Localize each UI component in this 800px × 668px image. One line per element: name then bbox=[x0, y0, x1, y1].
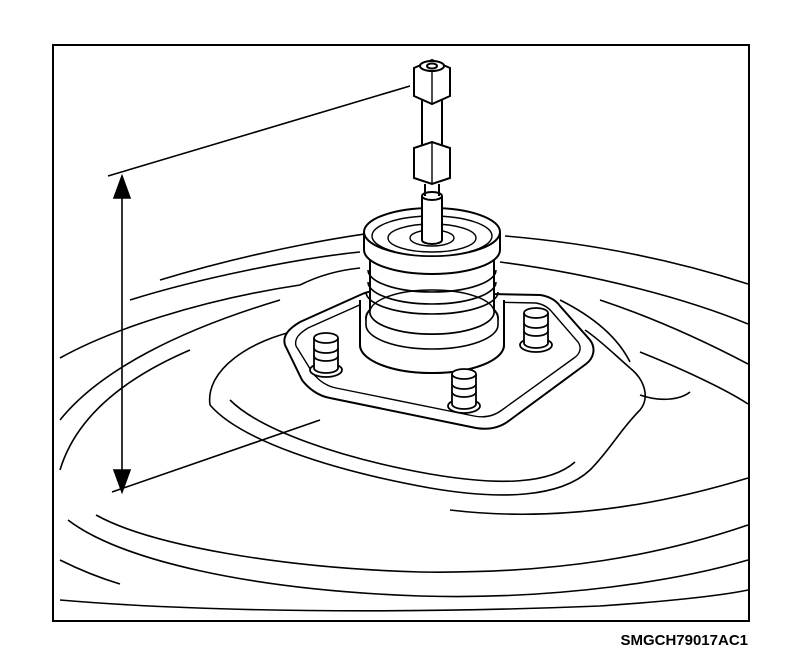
height-dimension bbox=[107, 85, 411, 495]
figure-code-label: SMGCH79017AC1 bbox=[620, 632, 748, 649]
arrow-head-up bbox=[112, 173, 132, 199]
stud-bolt-right bbox=[519, 307, 553, 353]
strut-body bbox=[359, 207, 505, 374]
piston-rod bbox=[413, 58, 451, 245]
dimension-line-bottom bbox=[111, 419, 321, 493]
stud-bolt-left bbox=[309, 332, 343, 378]
stud-bolt-front bbox=[447, 368, 481, 414]
arrow-head-down bbox=[112, 469, 132, 495]
dimension-line-top bbox=[107, 85, 411, 177]
